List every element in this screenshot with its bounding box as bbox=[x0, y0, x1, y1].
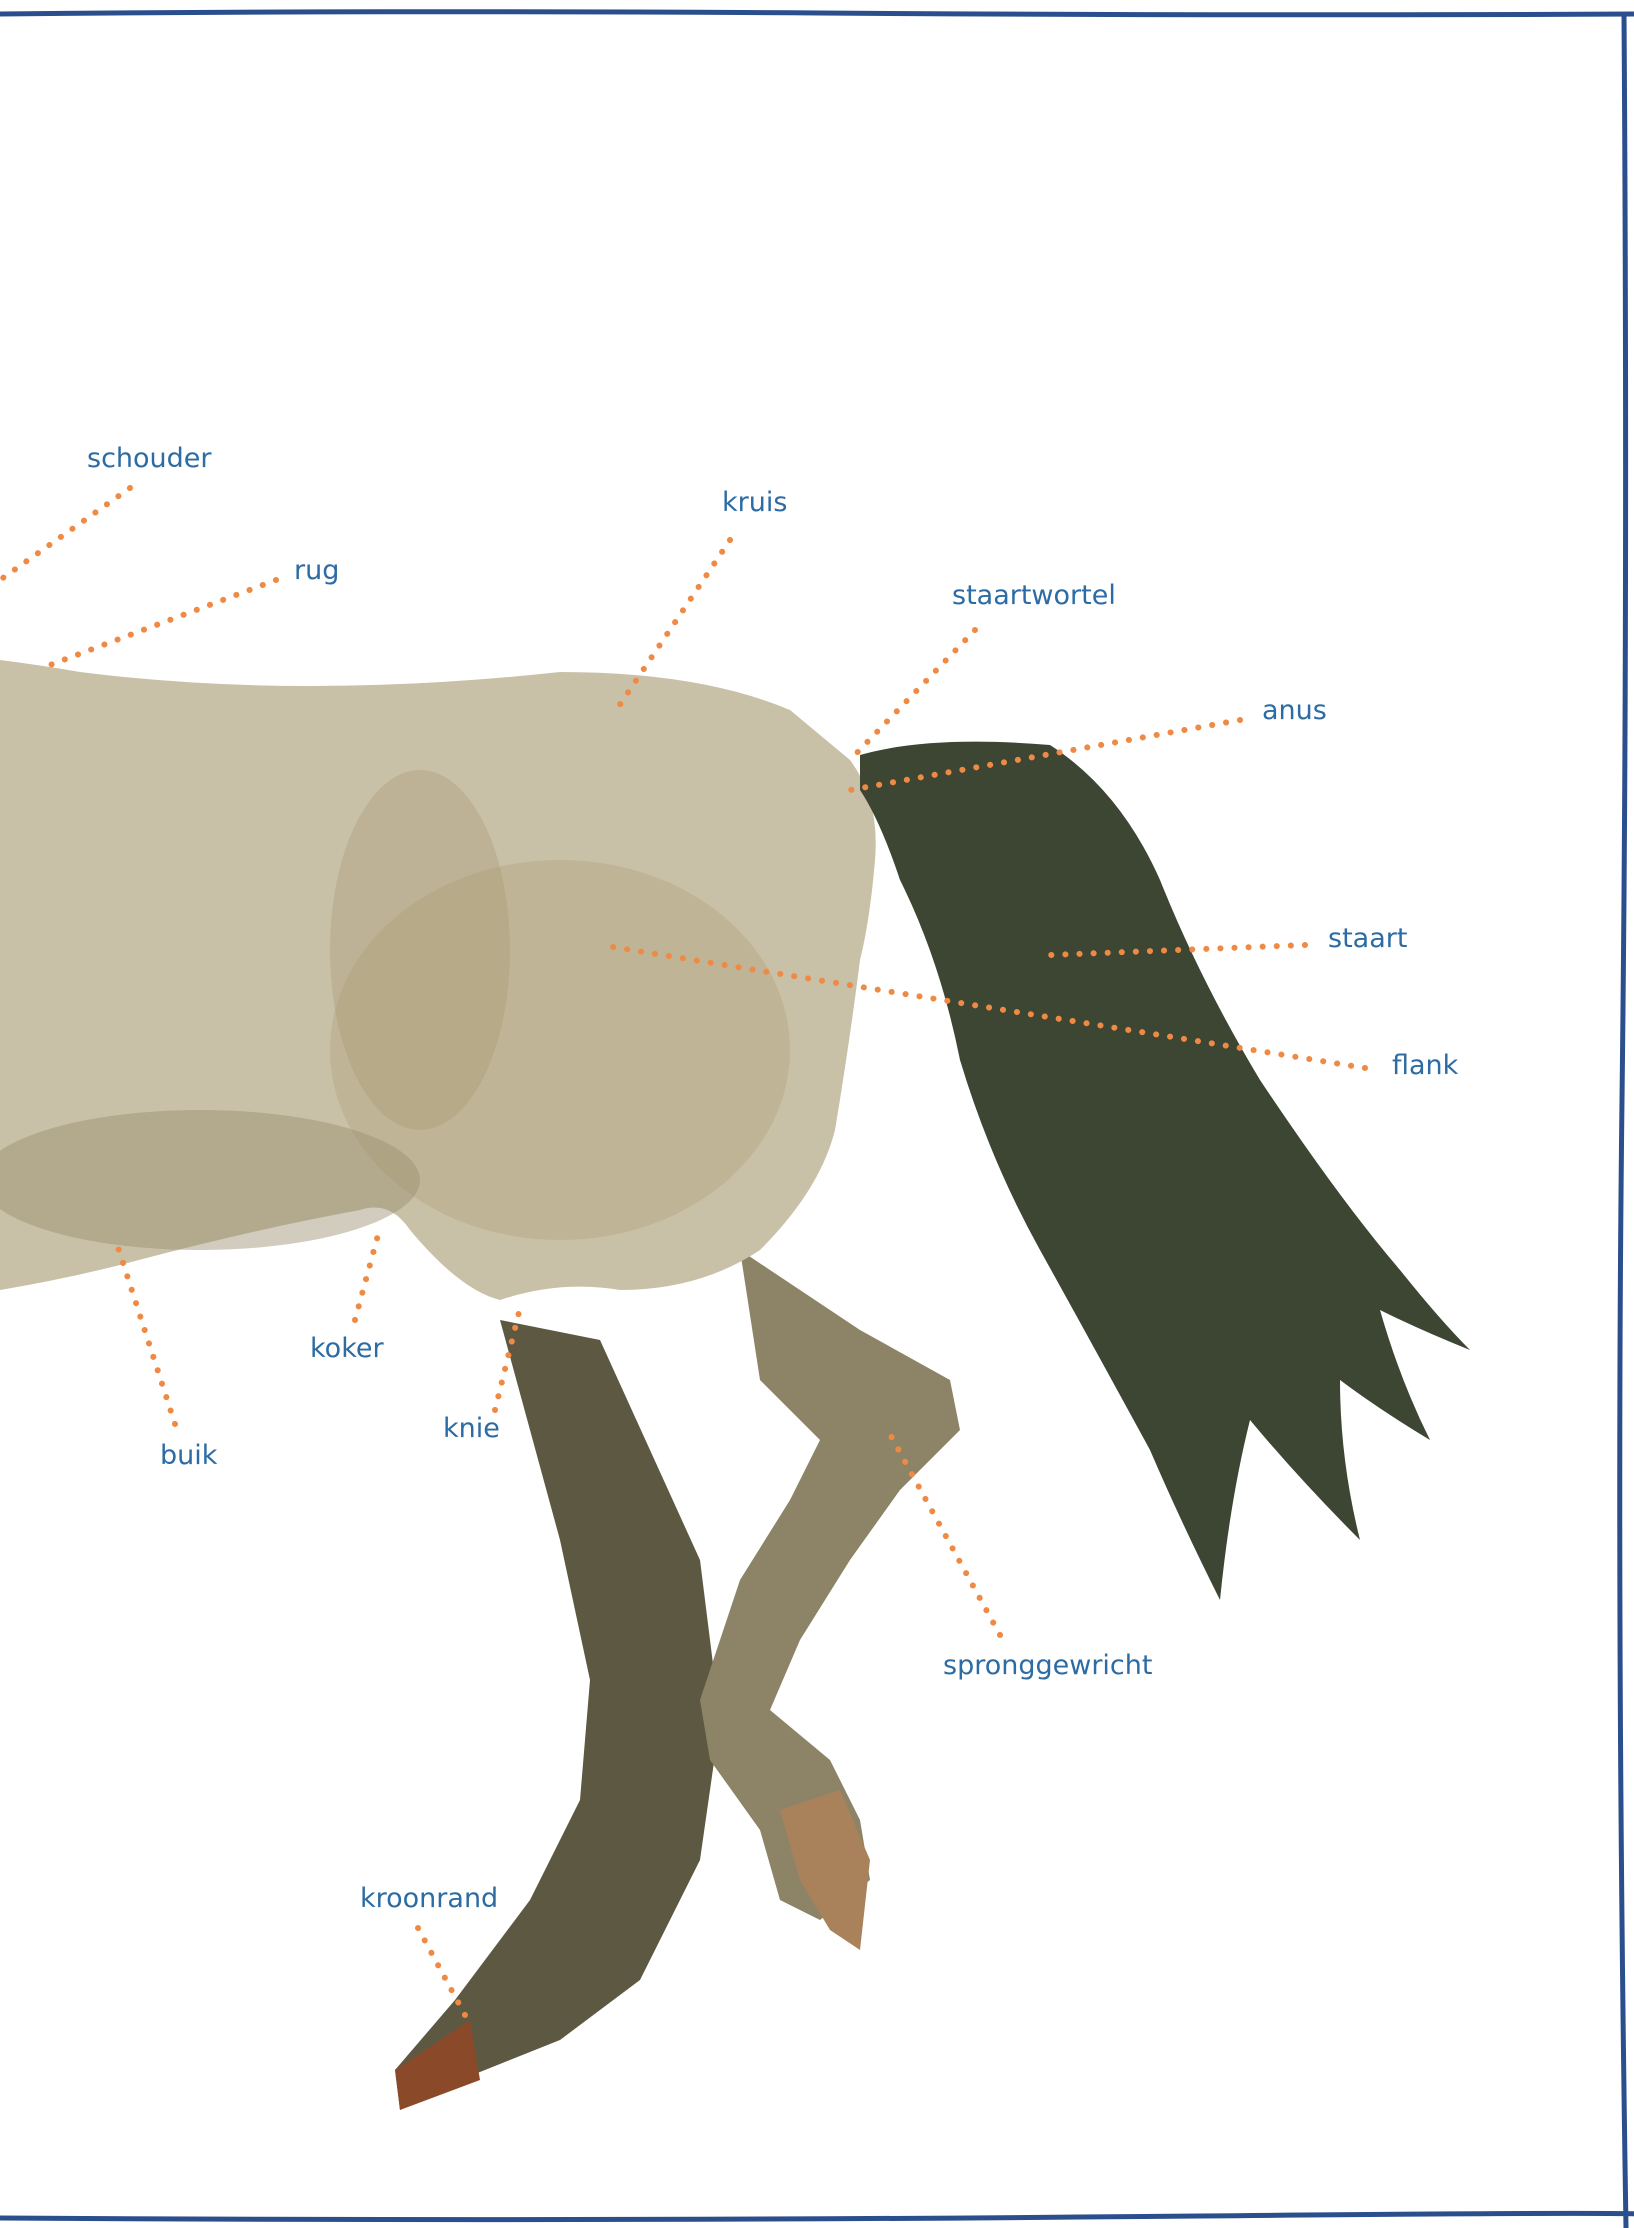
leader-rug bbox=[50, 580, 276, 665]
leader-schouder bbox=[0, 488, 130, 580]
label-koker: koker bbox=[310, 1333, 384, 1365]
leader-staart bbox=[1050, 945, 1305, 955]
leader-staartwortel bbox=[850, 630, 975, 760]
leader-kruis bbox=[615, 540, 730, 712]
leader-kroonrand bbox=[418, 1928, 465, 2015]
label-rug: rug bbox=[294, 555, 339, 587]
label-kroonrand: kroonrand bbox=[360, 1883, 498, 1915]
label-flank: flank bbox=[1392, 1050, 1458, 1082]
label-buik: buik bbox=[160, 1440, 217, 1472]
leader-anus bbox=[850, 720, 1240, 790]
label-schouder: schouder bbox=[87, 443, 212, 475]
label-spronggewricht: spronggewricht bbox=[943, 1650, 1152, 1682]
label-kruis: kruis bbox=[722, 487, 787, 519]
leader-buik bbox=[115, 1238, 175, 1424]
label-anus: anus bbox=[1262, 695, 1327, 727]
leader-flank bbox=[600, 945, 1365, 1068]
label-knie: knie bbox=[443, 1413, 500, 1445]
label-staartwortel: staartwortel bbox=[952, 580, 1116, 612]
leader-koker bbox=[355, 1235, 378, 1320]
leader-knie bbox=[495, 1308, 520, 1410]
leader-spronggewricht bbox=[885, 1425, 1000, 1635]
label-staart: staart bbox=[1328, 923, 1407, 955]
